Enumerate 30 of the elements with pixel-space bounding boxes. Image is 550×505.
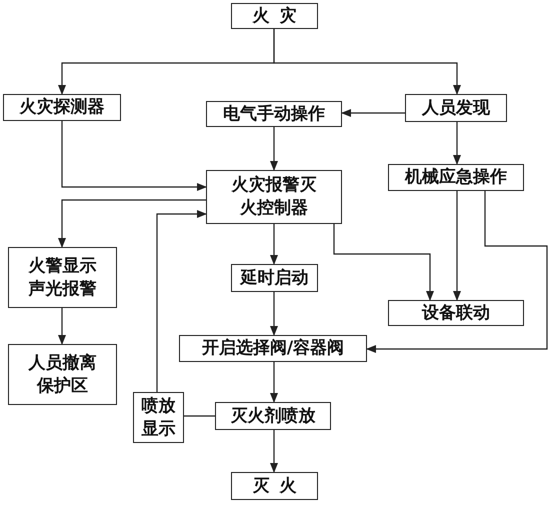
process-box: 火警显示声光报警 [8,247,117,308]
process-box: 机械应急操作 [388,164,524,191]
arrow [58,199,206,248]
process-box: 喷放显示 [133,392,184,443]
arrow [58,308,66,345]
arrow [453,191,461,301]
connector-line [184,415,215,417]
process-box: 延时启动 [231,264,318,292]
arrow [270,127,278,171]
arrow [453,122,461,165]
process-box: 火灾探测器 [3,94,121,121]
arrow [273,29,461,95]
arrow [156,210,207,392]
arrow [270,224,278,265]
process-box: 灭火 [231,472,318,500]
arrow [61,121,207,191]
arrow [270,292,278,336]
process-box: 设备联动 [388,300,524,326]
process-box: 人员发现 [405,94,507,122]
process-box: 火灾报警灭火控制器 [206,170,342,224]
arrow [366,191,548,353]
process-box: 人员撤离保护区 [8,344,117,405]
process-box: 火灾 [231,3,318,29]
arrow [270,430,278,473]
arrow [333,224,434,301]
process-box: 灭火剂喷放 [215,402,331,430]
process-box: 开启选择阀/容器阀 [179,335,367,362]
arrow [270,362,278,403]
process-box: 电气手动操作 [206,101,342,127]
arrow [341,109,405,117]
